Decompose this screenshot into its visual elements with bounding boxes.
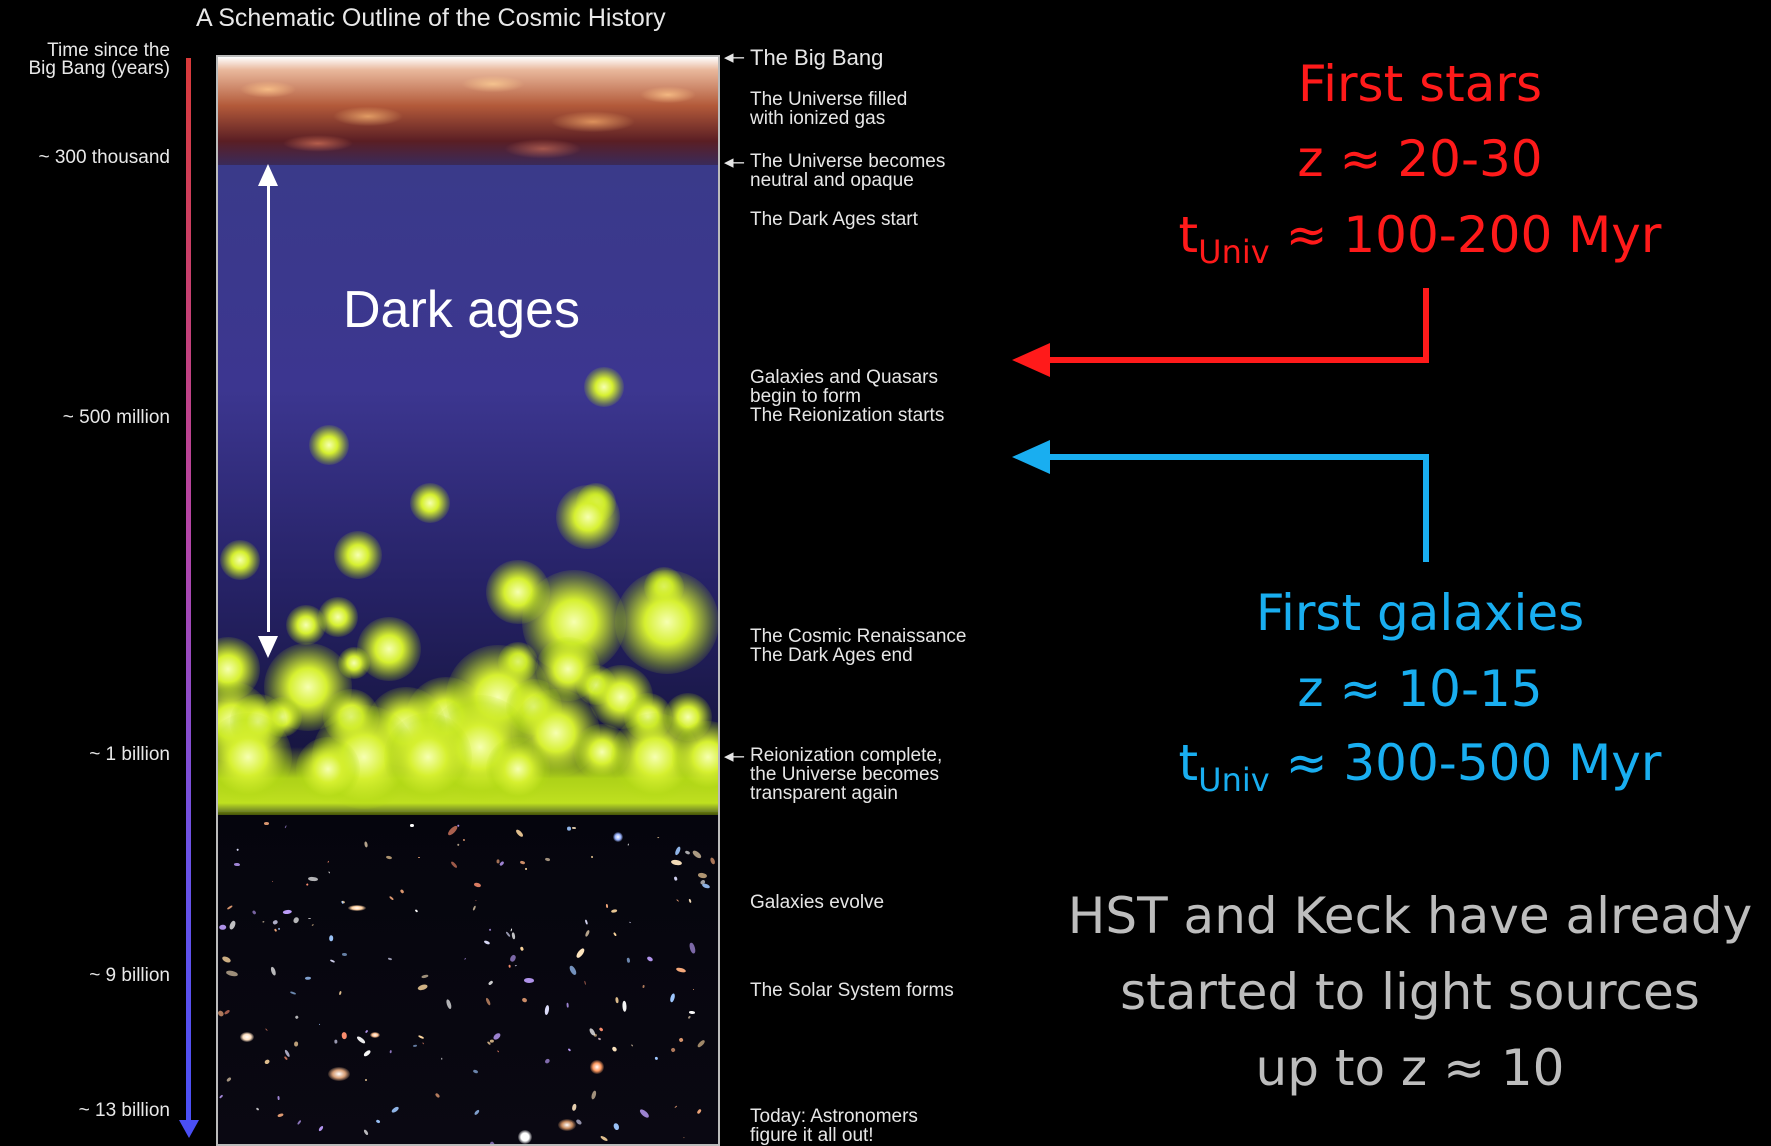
galaxy-large <box>328 1067 350 1081</box>
light-source-glow <box>584 367 624 407</box>
first-galaxies-age-value: ≈ 300-500 Myr <box>1269 734 1662 792</box>
galaxy-dot <box>364 1078 367 1081</box>
galaxy-field-region <box>218 815 718 1144</box>
time-axis-header-line1: Time since the <box>47 40 170 61</box>
first-galaxies-redshift: z ≈ 10-15 <box>1297 660 1543 718</box>
ionized-plasma-region <box>218 57 718 165</box>
time-tick-500-million: ~ 500 million <box>62 407 170 428</box>
time-axis-header-line2: Big Bang (years) <box>28 58 170 79</box>
galaxy-large <box>348 905 366 911</box>
event-galaxies-quasars-form: Galaxies and Quasars begin to form The R… <box>750 367 945 426</box>
time-axis-header: Time since the Big Bang (years) <box>28 40 170 79</box>
galaxy-large <box>590 1060 604 1074</box>
arrow-up-icon <box>258 164 278 186</box>
event-cosmic-renaissance: The Cosmic Renaissance The Dark Ages end <box>750 626 967 666</box>
first-stars-title: First stars <box>1297 55 1543 113</box>
light-source-glow <box>309 425 349 465</box>
time-axis-line <box>186 58 191 1122</box>
light-source-glow <box>334 531 382 579</box>
galaxy-large <box>370 1032 380 1038</box>
time-tick-300-thousand: ~ 300 thousand <box>38 147 170 168</box>
time-tick-13-billion: ~ 13 billion <box>78 1100 170 1121</box>
hst-keck-note: HST and Keck have already started to lig… <box>1050 878 1770 1106</box>
first-stars-age-t: t <box>1178 206 1199 264</box>
light-source-glow <box>410 483 450 523</box>
event-ionized-gas: The Universe filled with ionized gas <box>750 89 908 129</box>
dark-ages-label: Dark ages <box>343 281 580 339</box>
event-marker-arrow-icon: ◂– <box>724 152 745 173</box>
galaxy-large <box>558 1119 576 1131</box>
event-neutral-opaque: The Universe becomes neutral and opaque <box>750 151 946 191</box>
event-big-bang: The Big Bang <box>750 45 884 70</box>
arrow-down-icon <box>258 636 278 658</box>
time-axis-arrow-icon <box>179 1120 199 1138</box>
event-galaxies-evolve: Galaxies evolve <box>750 892 885 913</box>
cosmic-history-panel <box>216 55 720 1146</box>
light-source-glow <box>296 737 360 801</box>
light-source-glow <box>220 540 260 580</box>
first-galaxies-title: First galaxies <box>1255 584 1585 642</box>
first-galaxies-connector <box>1040 454 1429 562</box>
first-stars-connector <box>1040 288 1429 363</box>
light-source-glow <box>218 713 292 801</box>
first-galaxies-age-t: t <box>1178 734 1199 792</box>
time-tick-1-billion: ~ 1 billion <box>89 744 170 765</box>
hst-note-line3: up to z ≈ 10 <box>1255 1039 1565 1097</box>
time-tick-9-billion: ~ 9 billion <box>89 965 170 986</box>
first-stars-age-sub: Univ <box>1198 233 1270 271</box>
event-solar-system-forms: The Solar System forms <box>750 980 954 1001</box>
event-marker-arrow-icon: ◂– <box>724 746 745 767</box>
light-source-glow <box>384 713 472 801</box>
first-stars-age: tUniv ≈ 100-200 Myr <box>1140 206 1700 271</box>
figure-title: A Schematic Outline of the Cosmic Histor… <box>196 4 666 32</box>
galaxy-dot <box>264 822 270 825</box>
first-stars-arrow-icon <box>1012 343 1050 377</box>
galaxy-large <box>240 1032 254 1042</box>
light-source-glow <box>556 485 620 549</box>
event-dark-ages-start: The Dark Ages start <box>750 209 918 230</box>
hst-note-line2: started to light sources <box>1120 963 1700 1021</box>
light-source-glow <box>615 570 718 674</box>
first-stars-redshift: z ≈ 20-30 <box>1297 130 1543 188</box>
galaxy-large <box>613 832 623 842</box>
event-reionization-complete: Reionization complete, the Universe beco… <box>750 745 943 804</box>
galaxy-large <box>518 1130 532 1144</box>
dark-ages-arrow-line <box>267 182 270 632</box>
event-marker-arrow-icon: ◂– <box>724 47 745 68</box>
first-galaxies-arrow-icon <box>1012 440 1050 474</box>
hst-note-line1: HST and Keck have already <box>1067 887 1753 945</box>
event-today: Today: Astronomers figure it all out! <box>750 1106 918 1146</box>
light-source-glow <box>286 605 326 645</box>
first-galaxies-age-sub: Univ <box>1198 761 1270 799</box>
first-stars-age-value: ≈ 100-200 Myr <box>1269 206 1662 264</box>
light-source-glow <box>486 737 550 801</box>
first-galaxies-age: tUniv ≈ 300-500 Myr <box>1140 734 1700 799</box>
